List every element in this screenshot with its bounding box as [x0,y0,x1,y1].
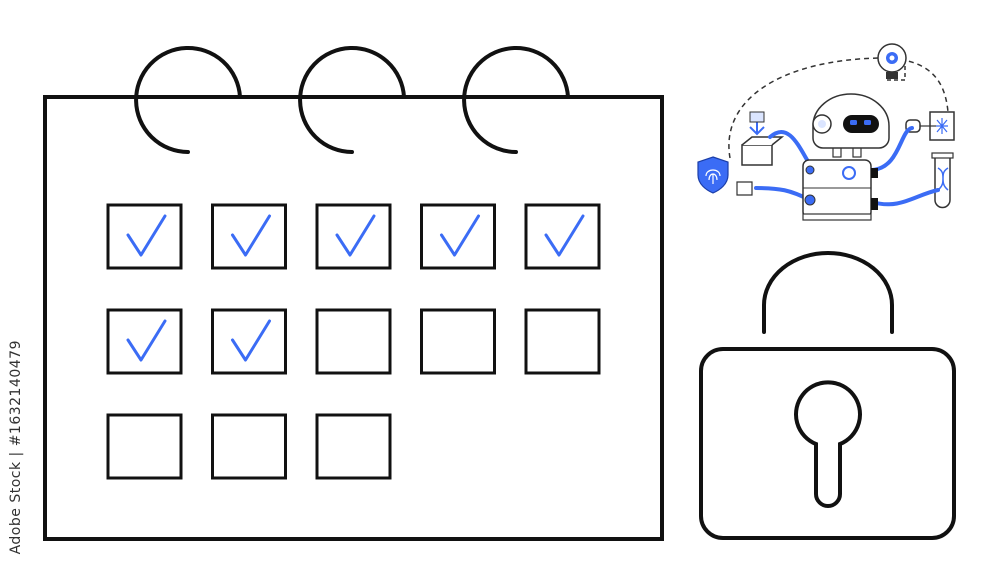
dna-test-tube-icon [931,152,954,209]
padlock-shackle [762,251,894,334]
calendar-day-box [106,308,183,375]
calendar-day-box [211,413,287,480]
calendar-day-box [211,203,287,270]
calendar-day-box [315,203,392,270]
robot-scene [697,43,955,221]
checkmark-icon [544,214,585,257]
calendar-day-box [524,203,601,270]
calendar-day-box [211,308,287,375]
robot-icon [802,93,890,221]
calendar-day-box [420,203,496,270]
calendar-ring-3 [462,46,570,154]
padlock-keyhole [794,380,862,508]
calendar-day-box [315,308,392,375]
download-box-icon [741,111,785,166]
checkmark-icon [231,319,271,362]
checkmark-icon [126,319,167,362]
padlock-body [699,347,956,540]
stock-id-watermark: Adobe Stock | #1632140479 [8,340,24,555]
calendar [43,46,664,541]
calendar-day-box [106,413,183,480]
checkmark-icon [126,214,167,257]
padlock-icon [699,251,956,540]
checkmark-icon [440,214,480,257]
calendar-day-box [524,308,601,375]
lightbulb-gear-icon [877,43,907,79]
calendar-day-grid [106,203,601,480]
calendar-ring-1 [134,46,242,154]
shield-fingerprint-icon [697,156,729,194]
checkmark-icon [231,214,271,257]
calendar-day-box [106,203,183,270]
calendar-day-box [315,413,392,480]
calendar-day-box [420,308,496,375]
checkmark-icon [335,214,376,257]
laser-target-icon [905,111,955,141]
calendar-ring-2 [298,46,406,154]
